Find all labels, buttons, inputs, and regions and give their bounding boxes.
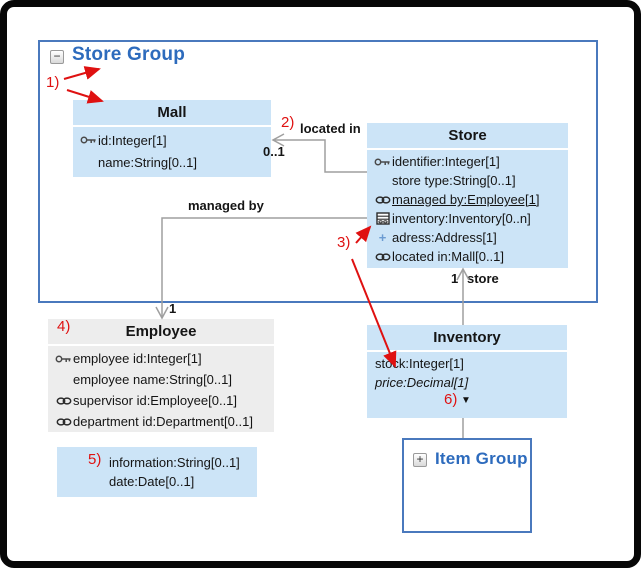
attribute-row[interactable]: price:Decimal[1]: [367, 373, 567, 392]
item-group-title: Item Group: [435, 449, 528, 468]
attribute-text: employee name:String[0..1]: [73, 372, 232, 387]
expand-icon[interactable]: +: [413, 453, 427, 467]
store-group-title: Store Group: [72, 44, 186, 65]
class-store[interactable]: Store identifier:Integer[1] store type:S…: [367, 123, 568, 268]
attribute-row[interactable]: employee name:String[0..1]: [48, 369, 274, 390]
edge-label-managed-by: managed by: [188, 198, 264, 213]
link-icon: [373, 251, 392, 263]
key-icon: [54, 353, 73, 365]
attribute-row[interactable]: name:String[0..1]: [73, 151, 271, 173]
key-icon: [79, 134, 98, 146]
edge-multiplicity-located-in: 0..1: [263, 144, 285, 159]
attribute-text: name:String[0..1]: [98, 154, 197, 170]
class-title: Store: [367, 123, 568, 150]
edge-multiplicity-store: 1: [451, 271, 459, 286]
annotation-4: 4): [57, 318, 71, 335]
plus-icon: +: [378, 229, 387, 245]
key-icon: [373, 156, 392, 168]
attribute-row[interactable]: stock:Integer[1]: [367, 354, 567, 373]
attribute-row[interactable]: identifier:Integer[1]: [367, 152, 568, 171]
attribute-text: supervisor id:Employee[0..1]: [73, 393, 238, 408]
class-title: Mall: [73, 100, 271, 127]
attribute-row[interactable]: inventory:Inventory[0..n]: [367, 209, 568, 228]
attribute-text: located in:Mall[0..1]: [392, 249, 505, 264]
annotation-2: 2): [281, 114, 295, 131]
attribute-row[interactable]: located in:Mall[0..1]: [367, 247, 568, 266]
attribute-text: adress:Address[1]: [392, 230, 497, 245]
attribute-text: store type:String[0..1]: [392, 173, 516, 188]
attribute-row[interactable]: supervisor id:Employee[0..1]: [48, 390, 274, 411]
class-inventory[interactable]: Inventory stock:Integer[1] price:Decimal…: [367, 325, 567, 418]
annotation-3: 3): [337, 234, 351, 251]
attribute-row[interactable]: department id:Department[0..1]: [48, 411, 274, 432]
attribute-row[interactable]: store type:String[0..1]: [367, 171, 568, 190]
dropdown-icon[interactable]: ▼: [461, 395, 471, 406]
annotation-6: 6): [444, 391, 458, 408]
link-icon: [54, 395, 73, 407]
class-title: Employee: [48, 319, 274, 346]
attribute-box[interactable]: information:String[0..1] date:Date[0..1]: [57, 447, 257, 497]
attribute-row[interactable]: date:Date[0..1]: [57, 472, 257, 491]
edge-multiplicity-managed-by: 1: [169, 301, 177, 316]
class-employee[interactable]: Employee employee id:Integer[1] employee…: [48, 319, 274, 432]
attribute-text: employee id:Integer[1]: [73, 351, 202, 366]
class-mall[interactable]: Mall id:Integer[1] name:String[0..1]: [73, 100, 271, 177]
attribute-text: identifier:Integer[1]: [392, 154, 500, 169]
attribute-row[interactable]: id:Integer[1]: [73, 129, 271, 151]
attribute-text: id:Integer[1]: [98, 132, 167, 148]
annotation-5: 5): [88, 451, 102, 468]
table-icon: [373, 212, 392, 225]
attribute-text: stock:Integer[1]: [375, 356, 464, 371]
attribute-row[interactable]: + adress:Address[1]: [367, 228, 568, 247]
link-icon: [54, 416, 73, 428]
attribute-text: information:String[0..1]: [109, 455, 240, 470]
attribute-row[interactable]: managed by:Employee[1]: [367, 190, 568, 209]
class-title: Inventory: [367, 325, 567, 352]
attribute-text: date:Date[0..1]: [109, 474, 195, 489]
attribute-row[interactable]: information:String[0..1]: [57, 453, 257, 472]
attribute-text: managed by:Employee[1]: [392, 192, 540, 207]
attribute-text: inventory:Inventory[0..n]: [392, 211, 531, 226]
collapse-icon[interactable]: −: [50, 50, 64, 64]
edge-label-located-in: located in: [300, 121, 361, 136]
attribute-row[interactable]: employee id:Integer[1]: [48, 348, 274, 369]
attribute-text: department id:Department[0..1]: [73, 414, 253, 429]
link-icon: [373, 194, 392, 206]
annotation-1: 1): [46, 74, 60, 91]
attribute-text: price:Decimal[1]: [375, 375, 469, 390]
item-group-container[interactable]: + Item Group: [402, 438, 532, 533]
edge-role-store: store: [467, 271, 499, 286]
